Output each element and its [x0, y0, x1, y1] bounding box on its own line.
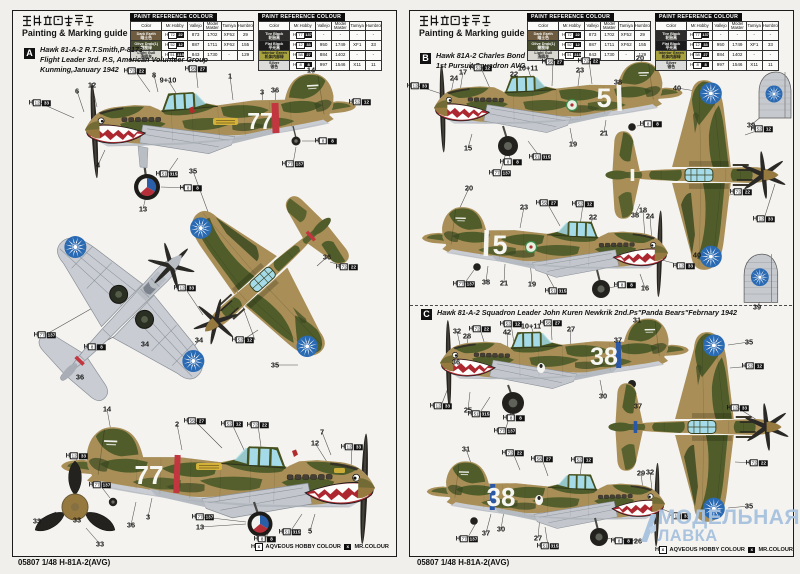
- watermark-logo: [641, 514, 656, 542]
- watermark-line2: ЛАВКА: [657, 527, 718, 545]
- footer-right: 05807 1/48 H-81A-2(AVG): [417, 558, 510, 567]
- watermark-line1: МОДЕЛЬНАЯ: [657, 506, 800, 529]
- watermark: МОДЕЛЬНАЯ ЛАВКА: [637, 506, 800, 546]
- page-left: [12, 10, 397, 557]
- page-right: [409, 10, 794, 557]
- footer-left: 05807 1/48 H-81A-2(AVG): [18, 558, 111, 567]
